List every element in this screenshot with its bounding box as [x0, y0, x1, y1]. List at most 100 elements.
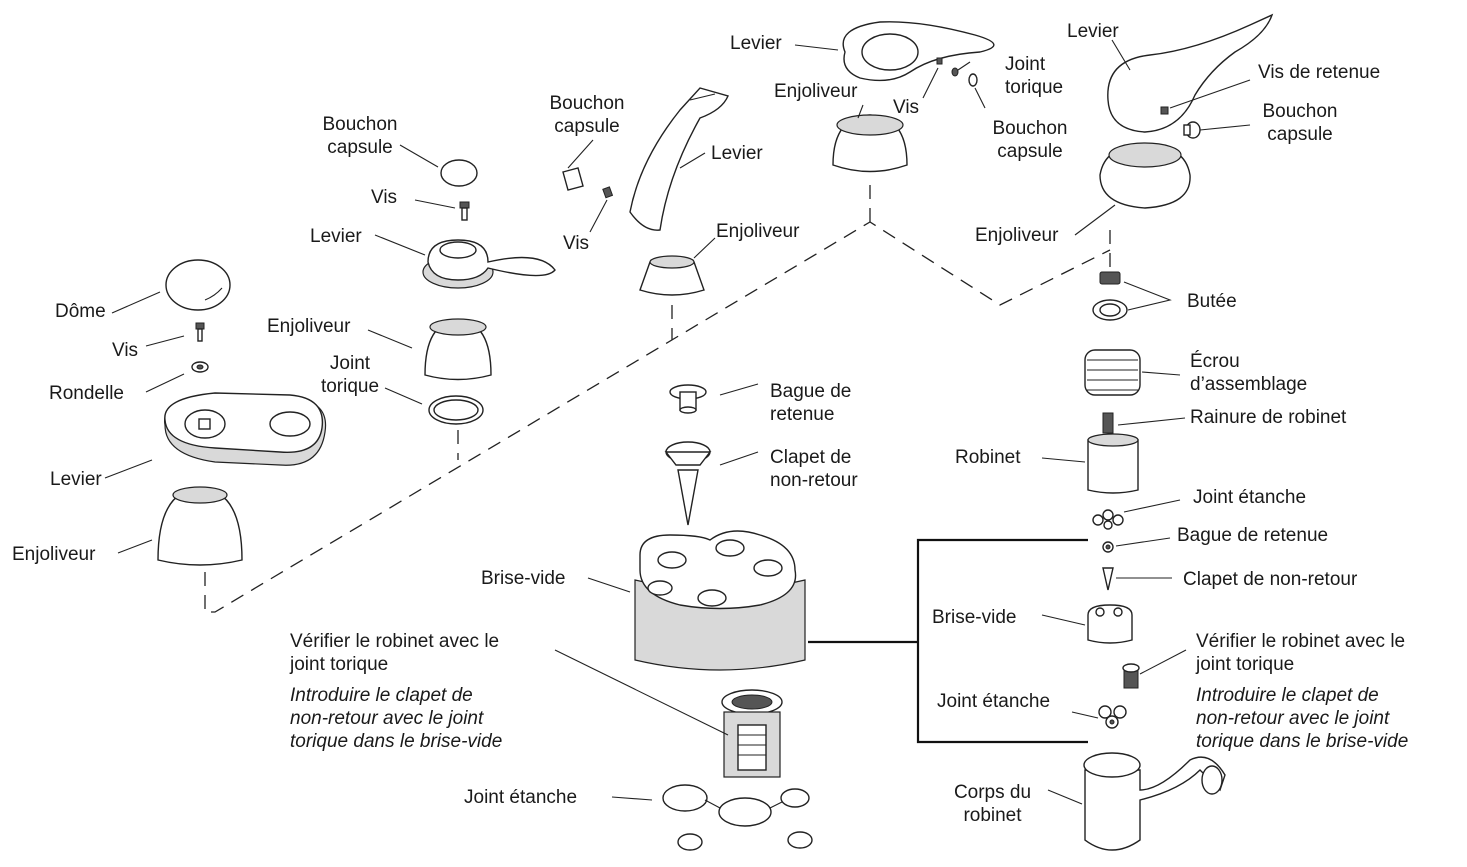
retaining-screw-e-part — [1160, 106, 1169, 115]
label-middle-seal: Joint étanche — [464, 787, 578, 808]
label-faucet-body-line2: robinet — [963, 805, 1022, 826]
check-valve-with-o-ring-right-part — [1122, 663, 1140, 689]
screw-d-part — [936, 57, 943, 65]
cartridge-part — [1087, 412, 1139, 494]
label-e-lever: Levier — [1067, 21, 1119, 42]
label-middle-check-line2: joint torique — [290, 654, 389, 675]
escutcheon-e-part — [1099, 142, 1191, 209]
label-right-retaining-ring: Bague de retenue — [1177, 525, 1329, 546]
retaining-ring-right-part — [1102, 541, 1114, 553]
label-b-o-ring-line2: torique — [320, 376, 380, 397]
lever-d-part — [842, 21, 995, 82]
cap-d-part — [968, 73, 978, 87]
dome-part — [165, 259, 231, 311]
label-a-lever: Levier — [50, 469, 102, 490]
label-a-escutcheon: Enjoliveur — [12, 544, 96, 565]
label-d-o-ring-line1: Joint — [1005, 54, 1046, 75]
lever-c-part — [629, 87, 729, 231]
assembly-guide-lines — [204, 185, 1111, 613]
label-right-vacuum-breaker: Brise-vide — [932, 607, 1017, 628]
label-middle-retaining-ring-line2: retenue — [770, 404, 835, 425]
label-faucet-body: Corps du robinet — [945, 781, 1040, 827]
label-b-o-ring: Joint torique — [305, 352, 395, 398]
label-middle-vacuum-breaker: Brise-vide — [481, 568, 566, 589]
label-d-o-ring: Joint torique — [1005, 53, 1063, 99]
label-middle-insert-line2: non-retour avec le joint — [290, 708, 484, 729]
lever-a-part — [164, 392, 327, 466]
check-valve-middle-part — [664, 441, 712, 526]
label-assembly-nut-line2: d’assemblage — [1190, 374, 1308, 395]
label-middle-check-valve: Clapet de non-retour — [770, 446, 858, 492]
label-right-seal: Joint étanche — [1193, 487, 1307, 508]
label-d-cap-line1: Bouchon — [992, 118, 1068, 139]
label-b-cap: Bouchon capsule — [305, 113, 415, 159]
vacuum-breaker-right-part — [1087, 604, 1133, 644]
o-ring-d-part — [951, 67, 959, 77]
lever-e-part — [1107, 13, 1274, 133]
label-stop: Butée — [1187, 291, 1237, 312]
label-b-cap-line1: Bouchon — [322, 114, 398, 135]
label-middle-check-valve-line1: Clapet de — [770, 447, 852, 468]
label-e-cap-line1: Bouchon — [1262, 101, 1338, 122]
detail-bracket — [808, 538, 1088, 744]
label-faucet-body-line1: Corps du — [953, 782, 1032, 803]
washer-a-part — [191, 361, 209, 373]
stop-part — [1092, 271, 1128, 321]
escutcheon-c-part — [639, 255, 705, 296]
label-b-o-ring-line1: Joint — [329, 353, 371, 374]
label-right-insert-instruction: Introduire le clapet de non-retour avec … — [1196, 684, 1408, 753]
label-right-check-line1: Vérifier le robinet avec le — [1196, 631, 1406, 652]
label-c-cap-line1: Bouchon — [549, 93, 625, 114]
screw-a-part — [195, 322, 205, 342]
lever-b-part — [422, 239, 556, 289]
cap-c-part — [562, 167, 584, 191]
label-middle-check-line1: Vérifier le robinet avec le — [290, 631, 500, 652]
label-right-insert-line1: Introduire le clapet de — [1196, 685, 1379, 706]
seal-right-part — [1092, 509, 1124, 530]
label-b-cap-line2: capsule — [327, 137, 393, 158]
screw-c-part — [602, 186, 614, 199]
check-valve-with-o-ring-middle-part — [721, 689, 783, 778]
faucet-body-part — [1083, 752, 1226, 851]
label-cartridge-groove: Rainure de robinet — [1190, 407, 1347, 428]
leader-lines — [104, 39, 1251, 805]
vacuum-breaker-middle-part — [634, 530, 806, 671]
label-d-lever: Levier — [730, 33, 782, 54]
label-c-cap-line2: capsule — [554, 116, 620, 137]
label-d-escutcheon: Enjoliveur — [774, 81, 858, 102]
label-a-washer: Rondelle — [49, 383, 124, 404]
label-c-screw: Vis — [563, 233, 590, 254]
retaining-ring-middle-part — [669, 384, 707, 414]
label-assembly-nut: Écrou d’assemblage — [1190, 350, 1307, 396]
cap-b-part — [440, 159, 478, 187]
label-c-cap: Bouchon capsule — [532, 92, 642, 138]
cap-e-part — [1183, 121, 1201, 139]
label-d-screw: Vis — [893, 97, 920, 118]
screw-b-part — [459, 201, 470, 221]
label-b-lever: Levier — [310, 226, 362, 247]
label-right-insert-line3: torique dans le brise-vide — [1196, 731, 1409, 752]
label-right-insert-line2: non-retour avec le joint — [1196, 708, 1390, 729]
label-d-o-ring-line2: torique — [1005, 77, 1064, 98]
seal-right-2-part — [1098, 705, 1127, 729]
label-middle-retaining-ring-line1: Bague de — [770, 381, 852, 402]
check-valve-right-part — [1102, 567, 1114, 591]
label-dome: Dôme — [55, 301, 106, 322]
label-d-cap-line2: capsule — [997, 141, 1063, 162]
label-middle-insert-instruction: Introduire le clapet de non-retour avec … — [290, 684, 502, 753]
label-c-escutcheon: Enjoliveur — [716, 221, 800, 242]
label-e-cap-line2: capsule — [1267, 124, 1333, 145]
o-ring-b-part — [428, 395, 484, 425]
label-assembly-nut-line1: Écrou — [1190, 351, 1240, 372]
label-right-check-line2: joint torique — [1196, 654, 1295, 675]
label-a-screw: Vis — [112, 340, 139, 361]
escutcheon-a-part — [157, 486, 243, 566]
label-e-cap: Bouchon capsule — [1250, 100, 1350, 146]
label-b-escutcheon: Enjoliveur — [267, 316, 351, 337]
label-right-seal-2: Joint étanche — [937, 691, 1051, 712]
label-e-retaining-screw: Vis de retenue — [1258, 62, 1381, 83]
label-d-cap: Bouchon capsule — [975, 117, 1085, 163]
label-middle-insert-line1: Introduire le clapet de — [290, 685, 473, 706]
